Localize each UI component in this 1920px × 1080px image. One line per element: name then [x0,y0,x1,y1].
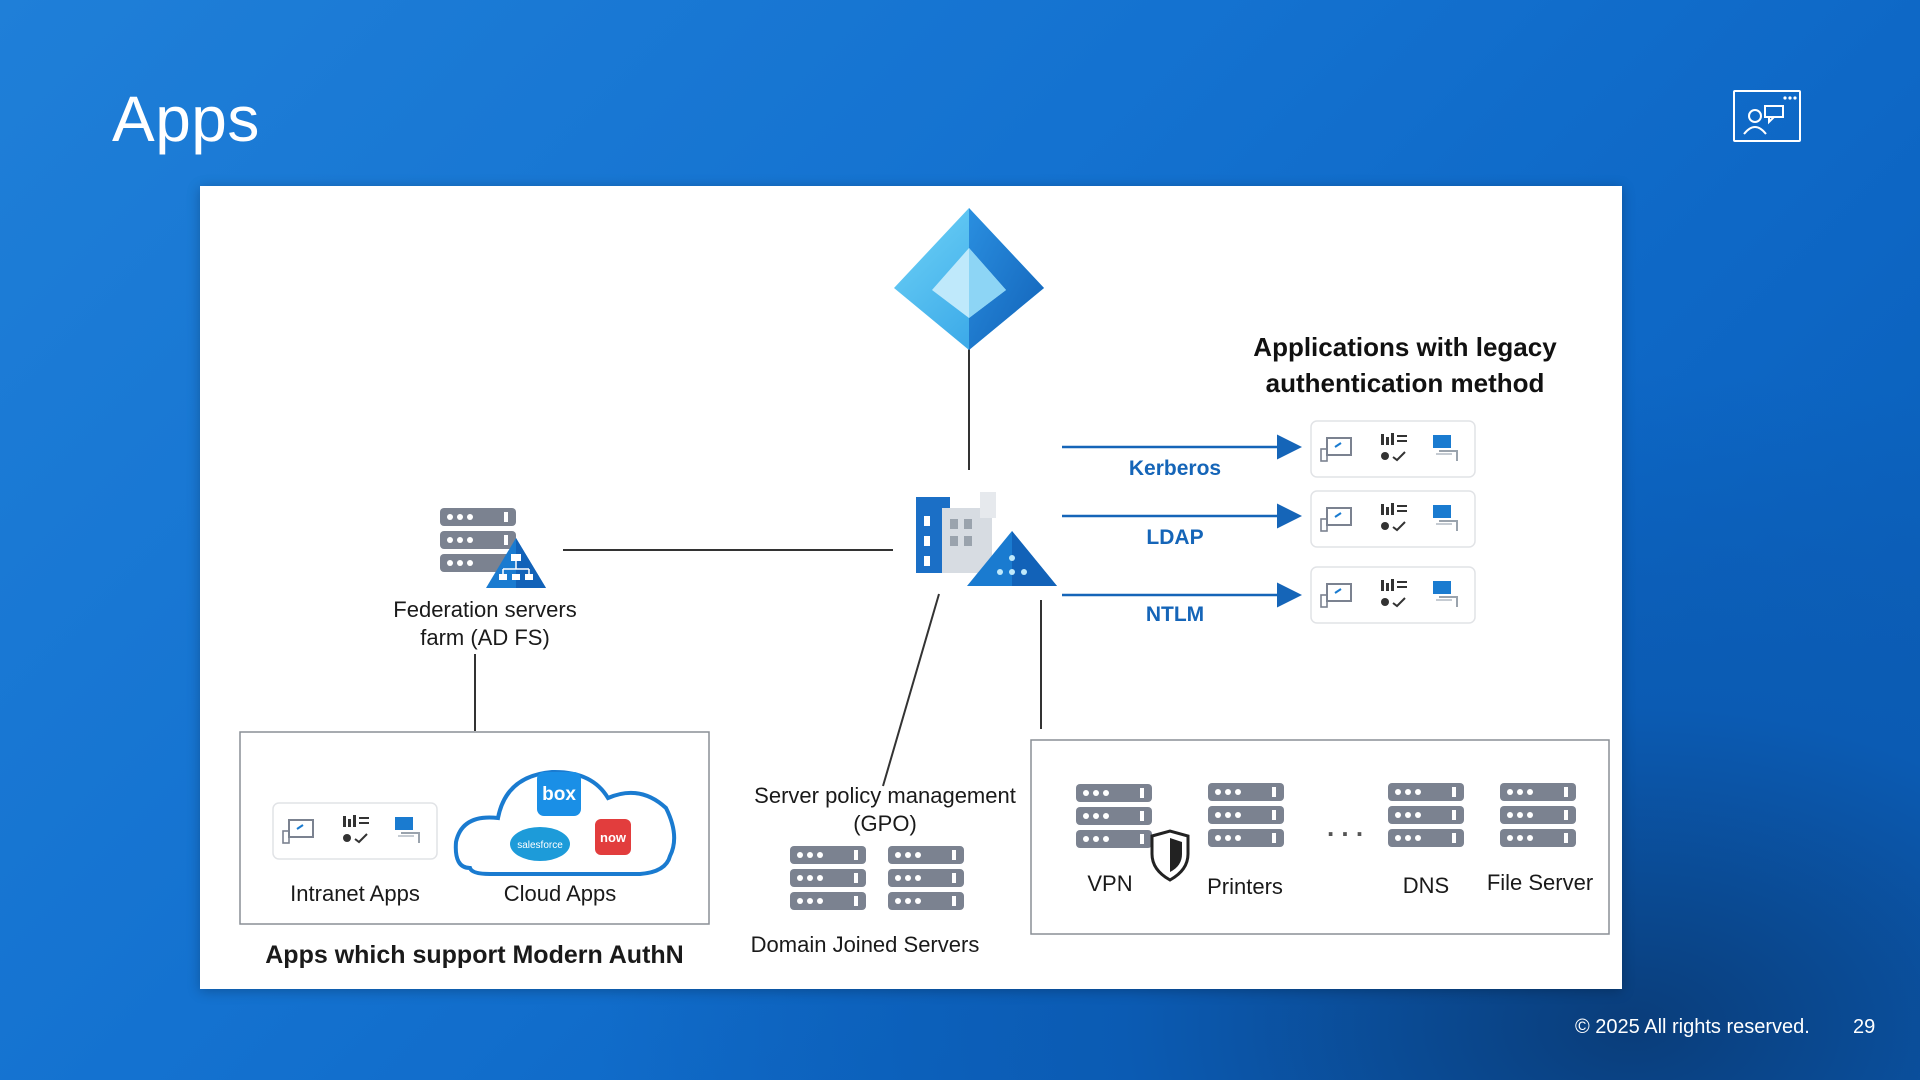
svg-text:box: box [542,784,576,805]
vpn-label: VPN [1087,871,1133,896]
entra-id-pyramid-icon [894,208,1044,350]
adfs-label: Federation servers farm (AD FS) [393,597,577,650]
intranet-apps-label: Intranet Apps [290,881,420,906]
cloud-shape: box salesforce now [453,769,677,876]
cloud-apps-label: Cloud Apps [503,881,617,906]
adfs-server-icon [440,508,546,588]
ellipsis: . . . [1326,812,1364,842]
file-server-label: File Server [1486,870,1594,895]
onprem-building-ad-icon [916,492,1057,586]
architecture-diagram: box salesforce now Applications with leg… [200,186,1622,989]
presenter-icon [1733,90,1801,142]
page-number: 29 [1853,1016,1876,1038]
shield-icon [1150,829,1190,882]
protocol-ntlm-label: NTLM [1145,603,1205,626]
printers-label: Printers [1207,874,1283,899]
gpo-label: Server policy management (GPO) [754,783,1016,836]
slide-title: Apps [112,83,260,155]
copyright-text: © 2025 All rights reserved. [1575,1016,1810,1038]
svg-text:now: now [600,830,627,845]
domain-joined-servers-label: Domain Joined Servers [750,932,980,957]
protocol-ldap-label: LDAP [1146,526,1204,549]
modern-authn-label: Apps which support Modern AuthN [265,941,684,969]
dns-label: DNS [1402,873,1450,898]
legacy-apps-heading: Applications with legacy authentication … [1253,332,1557,398]
protocol-kerberos-label: Kerberos [1128,457,1222,480]
svg-text:salesforce: salesforce [517,840,563,851]
